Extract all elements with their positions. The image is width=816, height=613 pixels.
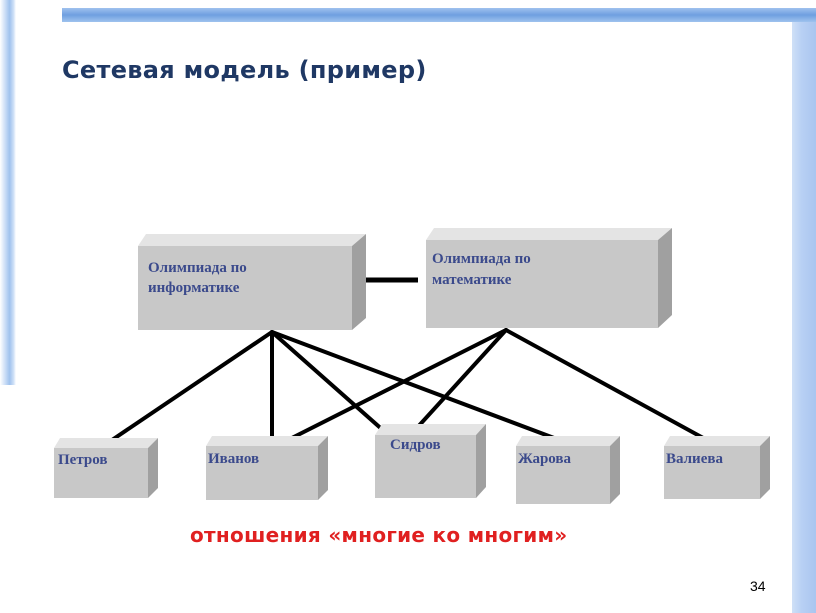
student-sidorov-box: Сидров: [375, 424, 486, 498]
student-ivanov-box: Иванов: [206, 436, 328, 500]
svg-text:Олимпиада по математике: Олимпиада по математике: [432, 251, 534, 288]
left-decor-stripe: [0, 0, 16, 385]
top-decor-stripe: [62, 8, 816, 22]
olympiad-cs-box: Олимпиада по информатике: [138, 234, 366, 330]
relationship-caption: отношения «многие ко многим»: [190, 523, 568, 547]
edge-cs-petrov: [110, 330, 274, 442]
svg-text:Олимпиада по информатике: Олимпиада по информатике: [148, 260, 250, 296]
student-ivanov-label: Иванов: [208, 451, 259, 467]
olympiad-cs-label-line1: Олимпиада по: [148, 260, 247, 276]
student-valieva-box: Валиева: [664, 436, 770, 499]
slide-title: Сетевая модель (пример): [62, 56, 427, 84]
student-sidorov-label: Сидров: [390, 437, 441, 453]
student-petrov-label: Петров: [58, 452, 107, 468]
olympiad-math-label-line1: Олимпиада по: [432, 251, 531, 267]
student-zharova-label: Жарова: [518, 451, 572, 467]
olympiad-math-label-line2: математике: [432, 272, 512, 288]
page-number: 34: [750, 578, 766, 594]
olympiad-math-box: Олимпиада по математике: [426, 228, 672, 328]
edge-math-valieva: [504, 328, 718, 447]
student-petrov-box: Петров: [54, 438, 158, 498]
olympiad-cs-label-line2: информатике: [148, 280, 240, 296]
student-valieva-label: Валиева: [666, 451, 723, 467]
student-zharova-box: Жарова: [516, 436, 620, 504]
edge-cs-zharova: [270, 330, 580, 449]
right-decor-stripe: [792, 22, 816, 613]
edge-math-ivanov: [270, 328, 508, 450]
edge-math-sidorov: [413, 328, 508, 432]
